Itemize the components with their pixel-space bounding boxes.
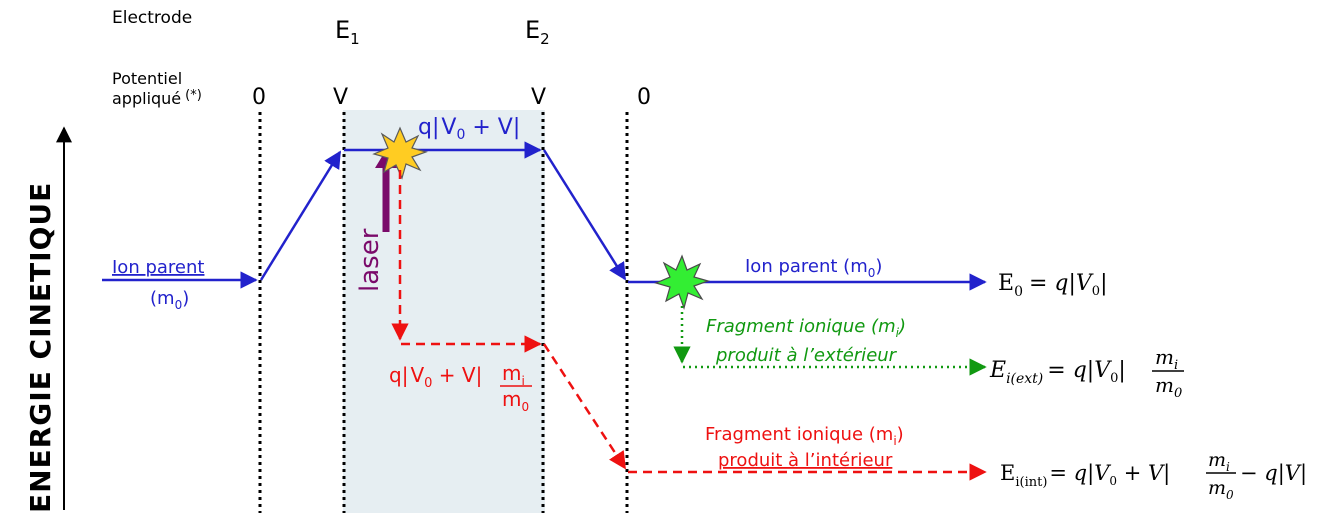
energy-mid-label: q|V0 + V| bbox=[389, 363, 482, 391]
laser-label: laser bbox=[355, 228, 385, 292]
equation-Eint-num: mi bbox=[1208, 449, 1230, 474]
fragment-int-deceleration bbox=[542, 343, 627, 470]
ion-parent-left-line2: (m0) bbox=[150, 288, 189, 312]
E2-label: E2 bbox=[525, 16, 550, 48]
equation-Eint: Ei(int)= q|V0 + V| bbox=[1000, 461, 1170, 490]
energy-axis-label: ENERGIE CINETIQUE bbox=[24, 182, 57, 513]
electrode-label: Electrode bbox=[112, 8, 192, 28]
potential-label-line2: appliqué(*) bbox=[112, 88, 202, 108]
acceleration-region bbox=[343, 110, 545, 513]
parent-path-acceleration bbox=[259, 150, 342, 281]
explosion-yellow-icon bbox=[372, 126, 428, 180]
ion-parent-right-label: Ion parent (m0) bbox=[745, 256, 882, 280]
ion-parent-left-line1: Ion parent bbox=[112, 257, 204, 278]
equation-Eint-tail: − q|V| bbox=[1240, 461, 1307, 486]
energy-mid-num: mi bbox=[502, 361, 525, 388]
fragment-int-label-line1: Fragment ionique (mi) bbox=[705, 424, 904, 448]
equation-Eext-den: m0 bbox=[1155, 373, 1182, 401]
potential-0-right: 0 bbox=[637, 85, 651, 110]
fragment-ext-label-line1: Fragment ionique (mi) bbox=[706, 316, 906, 340]
E1-label: E1 bbox=[335, 16, 360, 48]
potential-label-line1: Potentiel bbox=[112, 69, 182, 88]
potential-0-left: 0 bbox=[252, 85, 266, 110]
energy-top-label: q|V0 + V| bbox=[418, 115, 520, 143]
fragment-ext-label-line2: produit à l’extérieur bbox=[715, 345, 898, 366]
equation-Eext: Ei(ext)= q|V0| bbox=[989, 358, 1126, 387]
parent-path-deceleration bbox=[542, 149, 627, 281]
potential-V-right: V bbox=[531, 85, 546, 110]
fragment-int-label-line2: produit à l’intérieur bbox=[718, 450, 893, 471]
equation-E0: E0= q|V0| bbox=[998, 271, 1108, 300]
equation-Eext-num: mi bbox=[1155, 345, 1178, 373]
explosion-green-icon bbox=[654, 254, 710, 311]
equation-Eint-den: m0 bbox=[1208, 477, 1234, 502]
potential-V-left: V bbox=[333, 85, 348, 110]
energy-mid-den: m0 bbox=[502, 387, 529, 414]
